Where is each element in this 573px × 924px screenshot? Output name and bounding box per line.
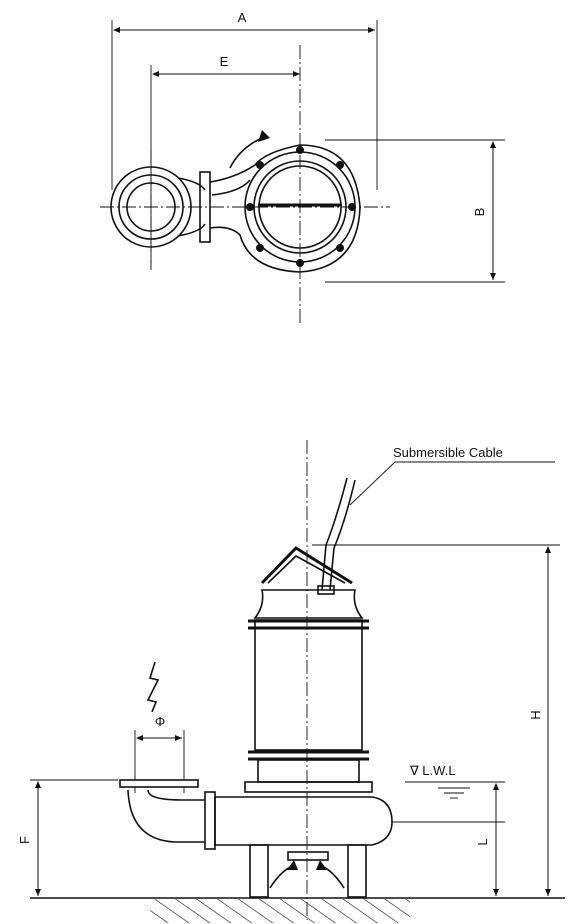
dimension-h: H	[312, 544, 560, 896]
lwl-label: ∇ L.W.L	[409, 763, 456, 778]
dim-b-label: B	[472, 208, 487, 217]
dim-h-label: H	[528, 710, 543, 719]
volute-casing-top	[209, 144, 361, 273]
dimension-f: F	[17, 779, 118, 896]
lifting-handle	[260, 546, 353, 585]
cable-label: Submersible Cable	[393, 445, 503, 460]
dim-phi-label: Φ	[155, 714, 165, 729]
submersible-cable	[325, 477, 348, 546]
dimension-e: E	[150, 54, 300, 270]
ground-floor	[30, 897, 565, 923]
dimension-a: A	[111, 10, 378, 190]
dim-f-label: F	[17, 836, 32, 844]
dimension-b: B	[325, 139, 505, 283]
motor-housing-top	[244, 146, 356, 267]
discharge-elbow	[119, 779, 205, 843]
rotation-arrow-icon	[229, 137, 263, 169]
dimension-phi: Φ	[134, 661, 185, 780]
dim-a-label: A	[238, 10, 247, 25]
top-view: A E B	[100, 10, 505, 325]
volute-casing-side	[214, 796, 393, 846]
dim-e-label: E	[220, 54, 229, 69]
dimension-l: L	[392, 783, 505, 896]
side-view: Submersible Cable	[17, 440, 565, 923]
motor-body	[254, 619, 363, 751]
discharge-flange-top	[110, 166, 192, 248]
dim-l-label: L	[475, 838, 490, 845]
low-water-level: ∇ L.W.L	[405, 763, 505, 799]
